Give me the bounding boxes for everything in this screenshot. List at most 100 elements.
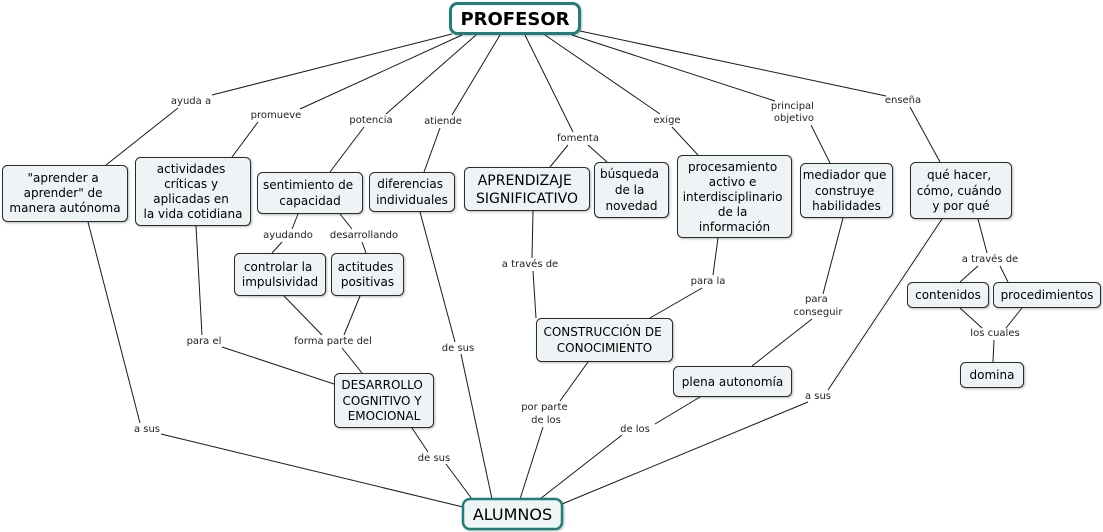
concept-contenidos: contenidos: [907, 282, 989, 308]
connector-actitudes-forma-parte: [343, 295, 361, 336]
connector-aprendizaje-a-traves: [531, 210, 534, 259]
concept-controlar: controlar la impulsividad: [234, 253, 326, 296]
connector-promueve-actividades: [231, 121, 259, 158]
connector-para-la-construccion: [649, 287, 703, 319]
connector-profesor-promueve: [299, 34, 463, 110]
connector-mediador-para-conseguir: [822, 217, 844, 295]
connector-atiende-diferencias: [423, 127, 441, 173]
link-ensena: enseña: [885, 95, 921, 106]
node-label-line: SIGNIFICATIVO: [476, 191, 578, 207]
node-box: [135, 157, 251, 226]
node-label-line: construye: [815, 184, 875, 198]
node-box: [536, 318, 673, 362]
connector-que-hacer-a-sus: [827, 218, 943, 391]
connector-a-traves-contenidos: [959, 265, 979, 283]
link-de-sus-2: de sus: [418, 453, 450, 464]
node-label-line: actividades: [157, 162, 226, 176]
node-label-line: actitudes: [338, 260, 394, 274]
concept-mediador: mediador que construye habilidades: [800, 163, 893, 218]
connector-profesor-fomenta: [524, 34, 574, 133]
link-a-sus-1: a sus: [134, 424, 160, 435]
node-label-line: CONOCIMIENTO: [557, 341, 652, 355]
node-label: ALUMNOS: [473, 505, 552, 524]
connector-a-sus-alumnos-2: [561, 401, 809, 505]
node-box: [960, 362, 1024, 388]
connector-forma-parte-desarrollo: [341, 347, 363, 374]
connector-ayudando-controlar: [271, 241, 283, 254]
concept-actividades: actividades críticas y aplicadas en la v…: [135, 157, 251, 226]
node-label-line: individuales: [376, 193, 448, 207]
node-label-line: diferencias: [377, 177, 443, 191]
link-para-el: para el: [187, 336, 222, 347]
link-line: conseguir: [794, 307, 844, 318]
link-line: de los: [531, 415, 561, 426]
link-principal-objetivo: principal objetivo: [771, 101, 817, 124]
link-para-conseguir: para conseguir: [794, 294, 844, 318]
node-label: búsqueda de la novedad: [600, 167, 663, 213]
node-label-line: mediador que: [803, 168, 887, 182]
node-label: actividades críticas y aplicadas en la v…: [144, 162, 243, 221]
node-label-line: CONSTRUCCIÓN DE: [543, 324, 661, 339]
node-label-line: de la: [615, 183, 645, 197]
concept-aprendizaje-significativo: APRENDIZAJE SIGNIFICATIVO: [464, 167, 590, 211]
concept-diferencias: diferencias individuales: [369, 172, 455, 212]
concept-profesor: PROFESOR: [449, 2, 581, 35]
link-de-los: de los: [620, 424, 650, 435]
node-label-line: COGNITIVO Y: [343, 394, 423, 408]
connector-diferencias-de-sus: [419, 211, 456, 343]
node-box: [800, 163, 893, 218]
concept-que-hacer: qué hacer, cómo, cuándo y por qué: [910, 162, 1012, 219]
link-por-parte-de-los: por parte de los: [521, 402, 571, 426]
node-label-line: de la: [718, 205, 748, 219]
node-label-line: críticas y: [164, 177, 218, 191]
concept-procesamiento: procesamiento activo e interdisciplinari…: [677, 155, 792, 238]
link-a-sus-2: a sus: [805, 391, 831, 402]
node-box: [331, 253, 404, 296]
link-line: por parte: [521, 402, 567, 413]
connector-a-traves-procedimientos: [999, 265, 1009, 283]
node-label-line: aplicadas en: [153, 192, 229, 206]
connector-desarrollo-de-sus: [411, 427, 429, 453]
concept-aprender-autonomo: "aprender a aprender" de manera autónoma: [2, 165, 128, 222]
connector-procedimientos-los-cuales: [1005, 307, 1023, 329]
connector-contenidos-los-cuales: [959, 307, 983, 329]
node-label-line: controlar la: [244, 260, 312, 274]
link-exige: exige: [653, 115, 680, 126]
node-box: [449, 2, 581, 35]
connector-que-hacer-a-traves: [977, 218, 988, 254]
connector-profesor-exige: [544, 34, 661, 115]
node-box: [673, 366, 792, 397]
concept-procedimientos: procedimientos: [993, 282, 1101, 308]
link-forma-parte-del: forma parte del: [294, 336, 372, 347]
connector-construccion-por-parte: [559, 361, 589, 402]
connector-aprender-a-sus: [87, 221, 141, 424]
connector-ayuda-a-aprender: [105, 107, 179, 166]
node-label-line: y por qué: [932, 199, 989, 213]
link-line: principal: [771, 101, 814, 112]
connector-profesor-atiende: [451, 34, 501, 116]
node-label: diferencias individuales: [376, 177, 448, 207]
connector-por-parte-alumnos: [519, 426, 544, 500]
node-label-line: APRENDIZAJE: [478, 173, 572, 189]
node-label: "aprender a aprender" de manera autónoma: [9, 171, 120, 215]
node-label: CONSTRUCCIÓN DE CONOCIMIENTO: [543, 324, 665, 355]
connector-profesor-ayuda-a: [211, 33, 453, 96]
node-label-line: impulsividad: [242, 275, 318, 289]
link-line: objetivo: [774, 113, 814, 124]
connector-exige-procesamiento: [671, 126, 699, 156]
connector-profesor-principal: [571, 34, 776, 102]
link-desarrollando: desarrollando: [330, 230, 398, 241]
link-fomenta: fomenta: [557, 133, 599, 144]
node-label: DESARROLLO COGNITIVO Y EMOCIONAL: [341, 378, 426, 423]
concept-alumnos: ALUMNOS: [461, 497, 564, 531]
concept-actitudes: actitudes positivas: [331, 253, 404, 296]
link-los-cuales: los cuales: [970, 328, 1019, 339]
node-label-line: interdisciplinario: [683, 190, 783, 204]
node-label: APRENDIZAJE SIGNIFICATIVO: [476, 173, 578, 207]
node-label-line: capacidad: [279, 194, 340, 208]
connector-controlar-forma-parte: [283, 295, 323, 336]
node-label: sentimiento de capacidad: [263, 178, 357, 208]
link-potencia: potencia: [349, 115, 392, 126]
connector-profesor-ensena: [579, 30, 887, 97]
concept-domina: domina: [960, 362, 1024, 388]
